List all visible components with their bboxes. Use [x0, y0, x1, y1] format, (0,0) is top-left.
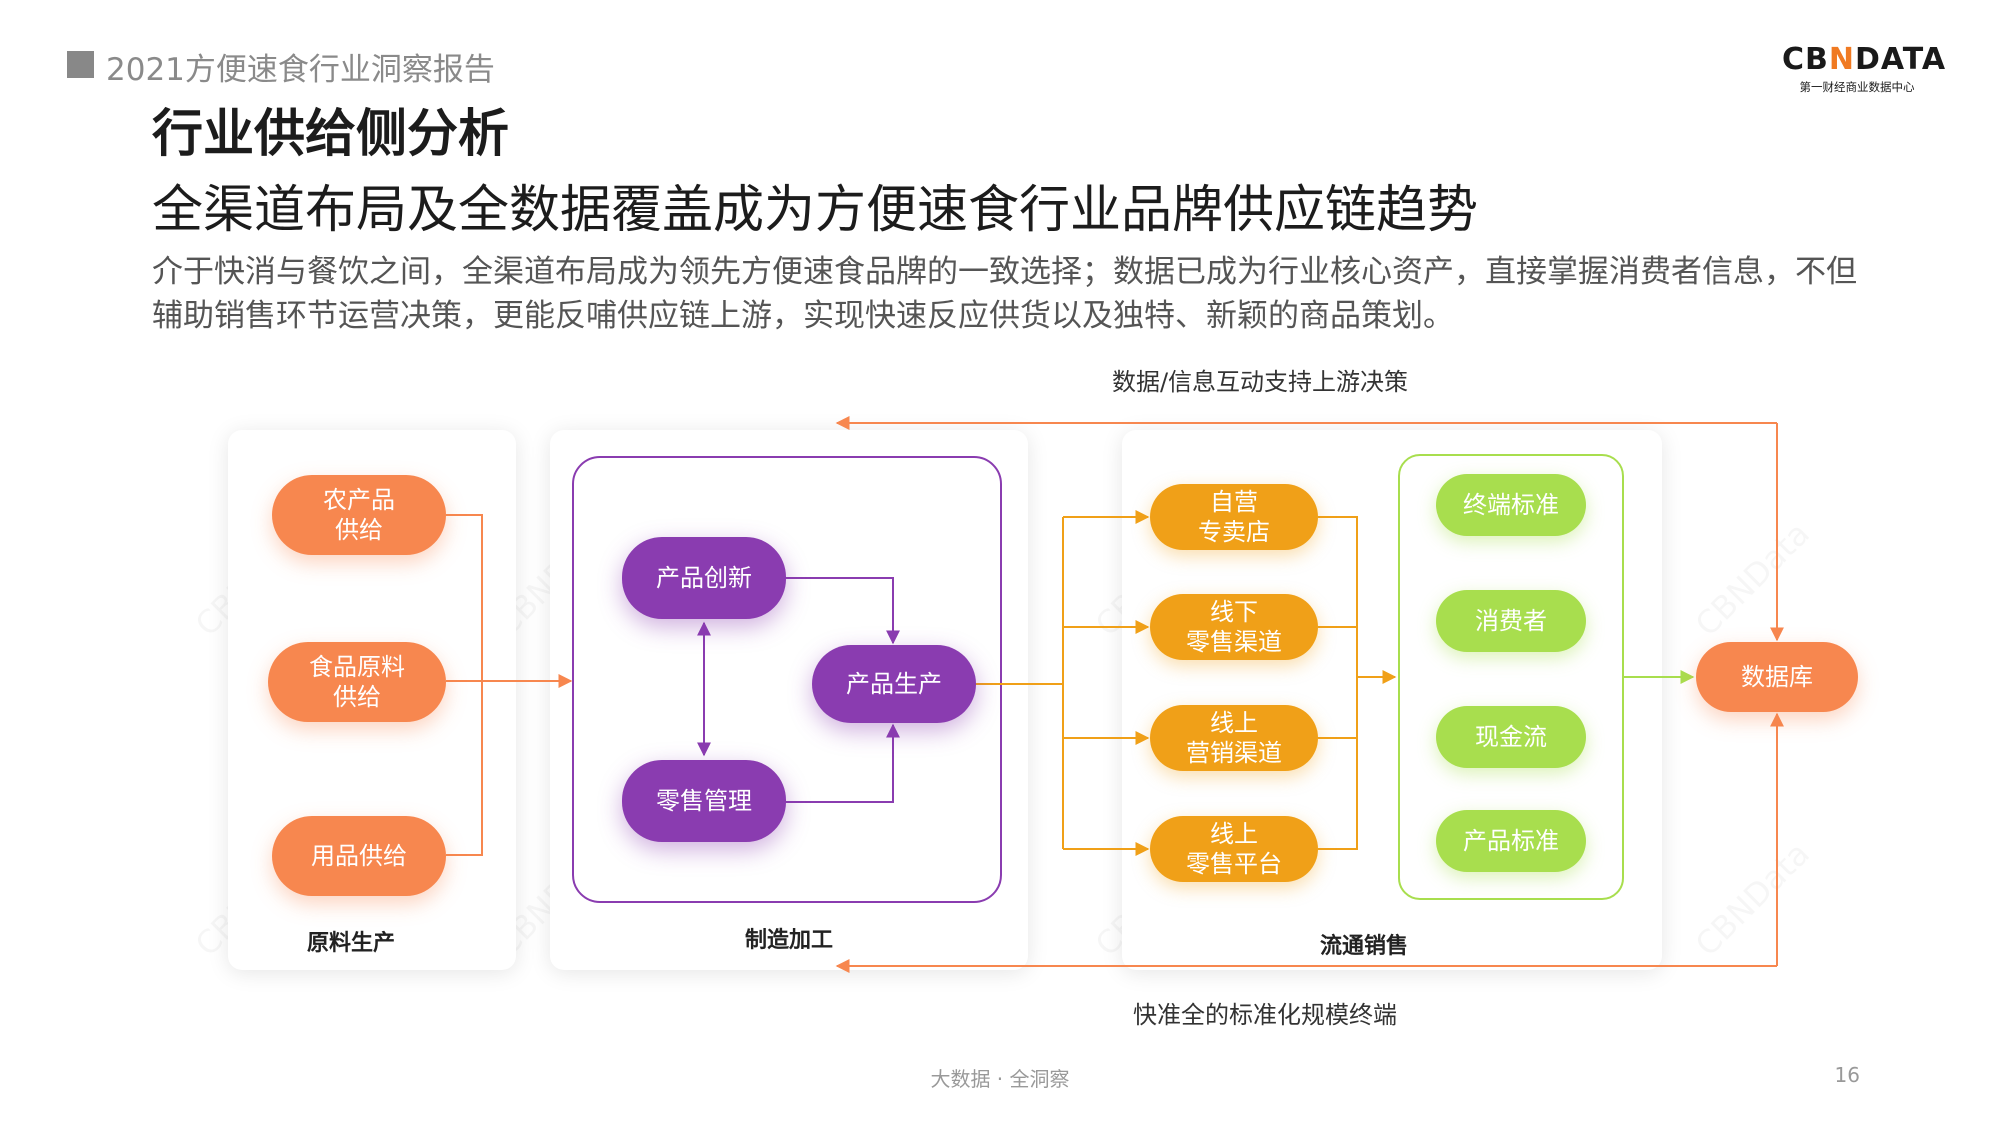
data-item-terminal-standard: 终端标准: [1436, 474, 1586, 536]
logo-wordmark: CBNDATA: [1782, 42, 1947, 77]
page-title: 行业供给侧分析: [152, 105, 510, 164]
brand-logo: CBNDATA 第一财经商业数据中心: [1782, 42, 1947, 95]
channel-offline-retail: 线下零售渠道: [1150, 594, 1318, 660]
channel-own-store: 自营专卖店: [1150, 484, 1318, 550]
database-node: 数据库: [1696, 642, 1858, 712]
channels-to-data-connector: [1318, 516, 1397, 850]
product-production: 产品生产: [812, 645, 976, 723]
manufacturing-section-label: 制造加工: [744, 928, 833, 953]
page-subtitle: 全渠道布局及全数据覆盖成为方便速食行业品牌供应链趋势: [152, 181, 1479, 240]
logo-mark: N: [1828, 42, 1855, 77]
raw-to-manufacturing-connector: [446, 514, 573, 856]
manufacturing-frame: [572, 456, 1002, 903]
description: 介于快消与餐饮之间，全渠道布局成为领先方便速食品牌的一致选择；数据已成为行业核心…: [152, 254, 1857, 334]
raw-item-food-ingredients: 食品原料供给: [268, 642, 446, 722]
data-item-consumer: 消费者: [1436, 590, 1586, 652]
header-square-icon: [67, 51, 94, 78]
raw-item-supplies: 用品供给: [272, 816, 446, 896]
channel-online-marketing: 线上营销渠道: [1150, 705, 1318, 771]
distribution-section-label: 流通销售: [1319, 934, 1408, 959]
retail-management: 零售管理: [622, 760, 786, 842]
bottom-loop-label: 快准全的标准化规模终端: [1133, 1001, 1397, 1029]
data-item-cash-flow: 现金流: [1436, 706, 1586, 768]
product-innovation: 产品创新: [622, 537, 786, 619]
top-loop-label: 数据/信息互动支持上游决策: [1111, 368, 1409, 396]
page-number: 16: [1834, 1063, 1860, 1087]
feedback-loop-lines: [835, 416, 1784, 973]
data-item-product-standard: 产品标准: [1436, 810, 1586, 872]
raw-item-agricultural: 农产品供给: [272, 475, 446, 555]
raw-section-label: 原料生产: [306, 931, 395, 956]
data-items-frame: [1398, 454, 1624, 900]
report-title: 2021方便速食行业洞察报告: [106, 52, 495, 88]
channel-online-retail-platform: 线上零售平台: [1150, 816, 1318, 882]
footer-tagline: 大数据 · 全洞察: [930, 1067, 1070, 1091]
logo-subtitle: 第一财经商业数据中心: [1799, 80, 1915, 94]
manufacturing-to-channels-connector: [975, 510, 1150, 856]
manufacturing-internal-connectors: [697, 577, 900, 803]
